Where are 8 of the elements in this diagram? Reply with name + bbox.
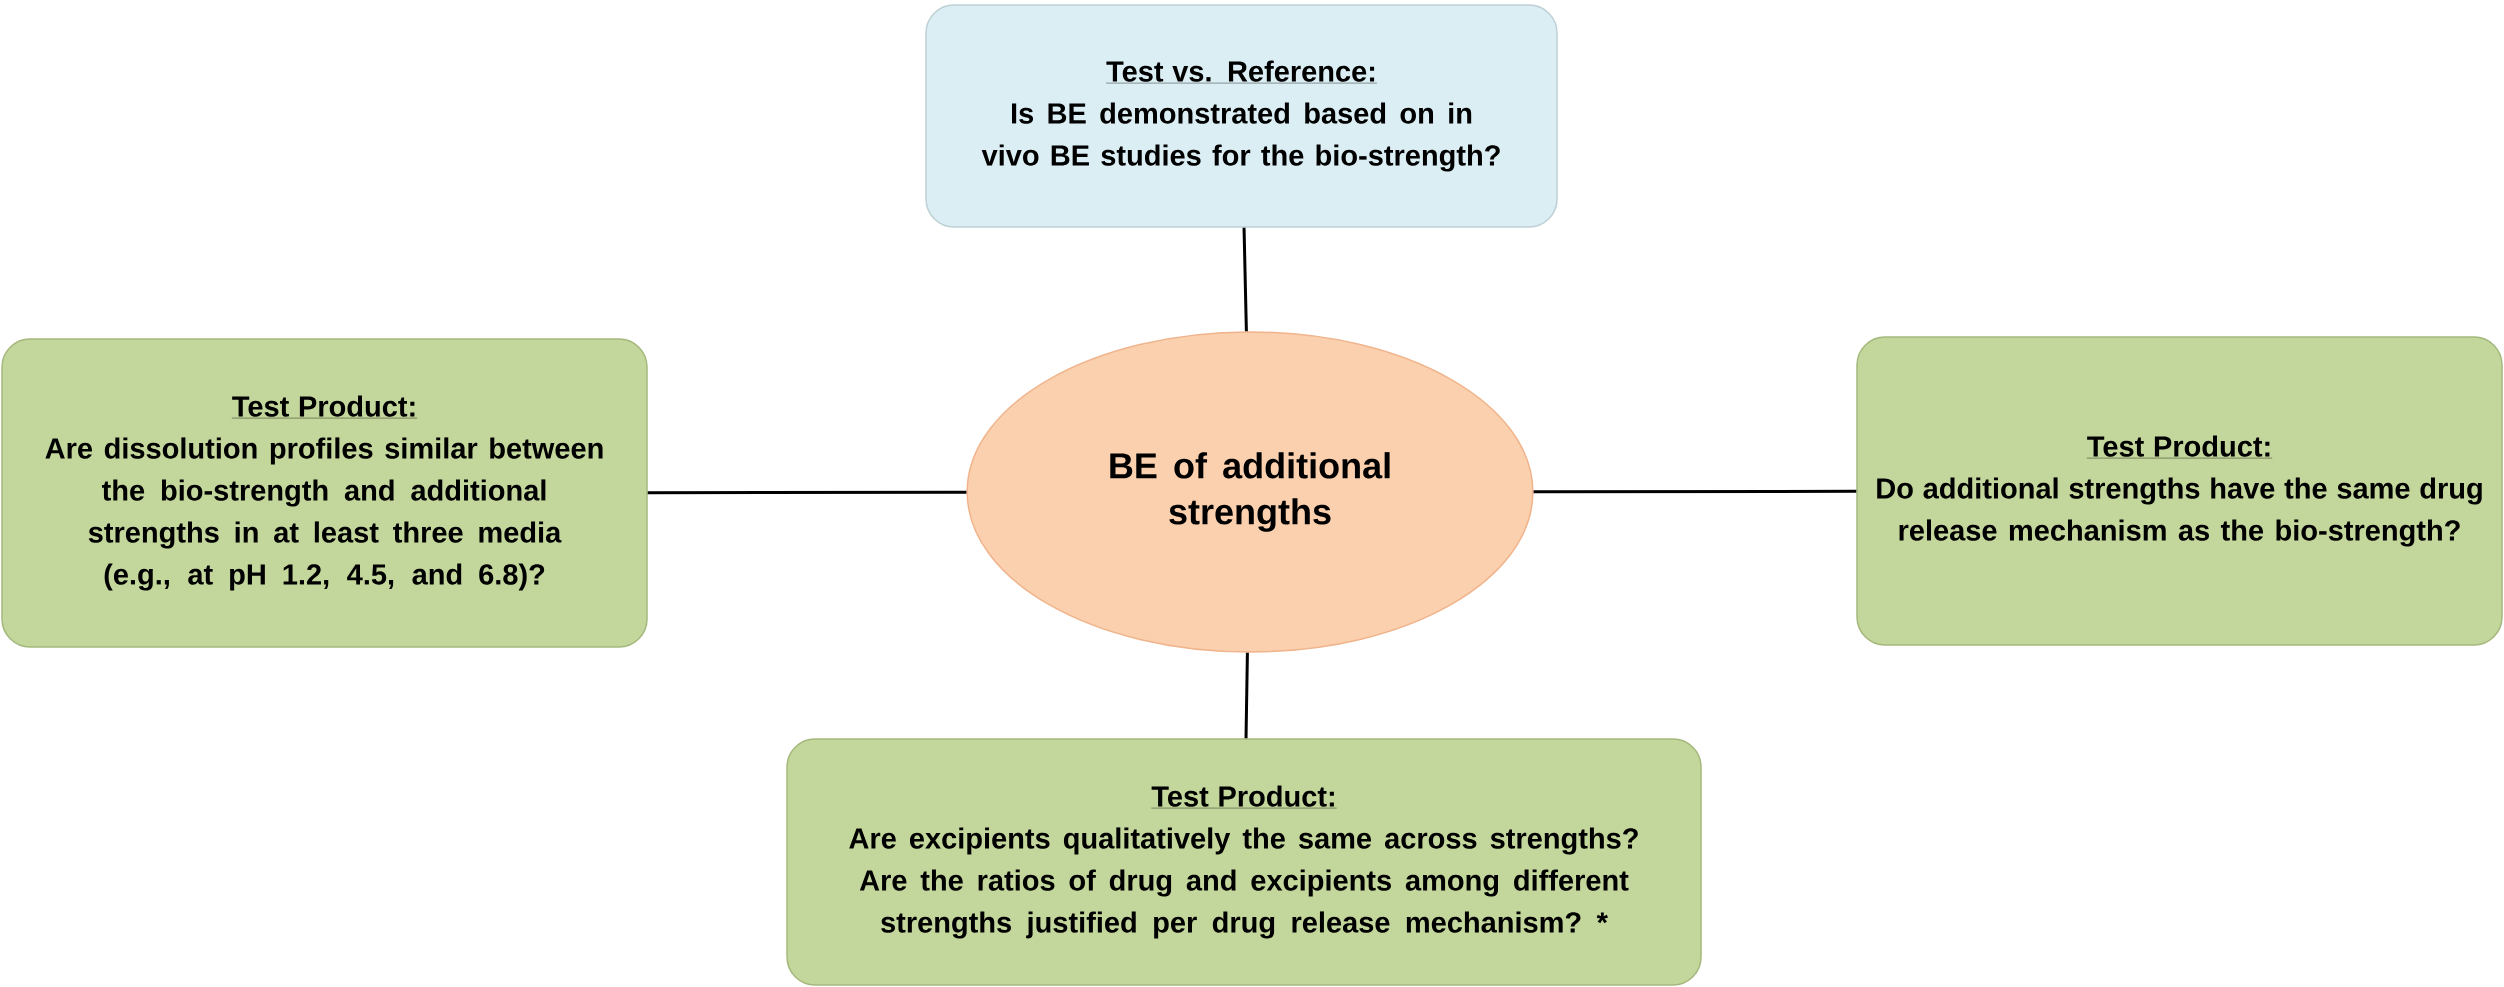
question-box: Test Product: Are dissolution profiles similar between the bio-strength and additional strengths in at least three media (e.g., at pH 1.2, 4.5, and 6.8)? — [1, 338, 648, 648]
connector-line — [1242, 227, 1248, 332]
connector-line — [647, 490, 967, 495]
connector-line — [1533, 489, 1857, 494]
connector-line — [1244, 652, 1249, 739]
question-box: Test Product: Do additional strengths have the same drug release mechanism as the bio-strength? — [1856, 336, 2503, 646]
question-box: Test Product: Are excipients qualitatively the same across strengths? Are the ratios of drug and excipients among different strengths justified per drug release mechanism? * — [786, 738, 1702, 986]
question-box: Test vs. Reference: Is BE demonstrated based on in vivo BE studies for the bio-strength? — [925, 4, 1558, 228]
